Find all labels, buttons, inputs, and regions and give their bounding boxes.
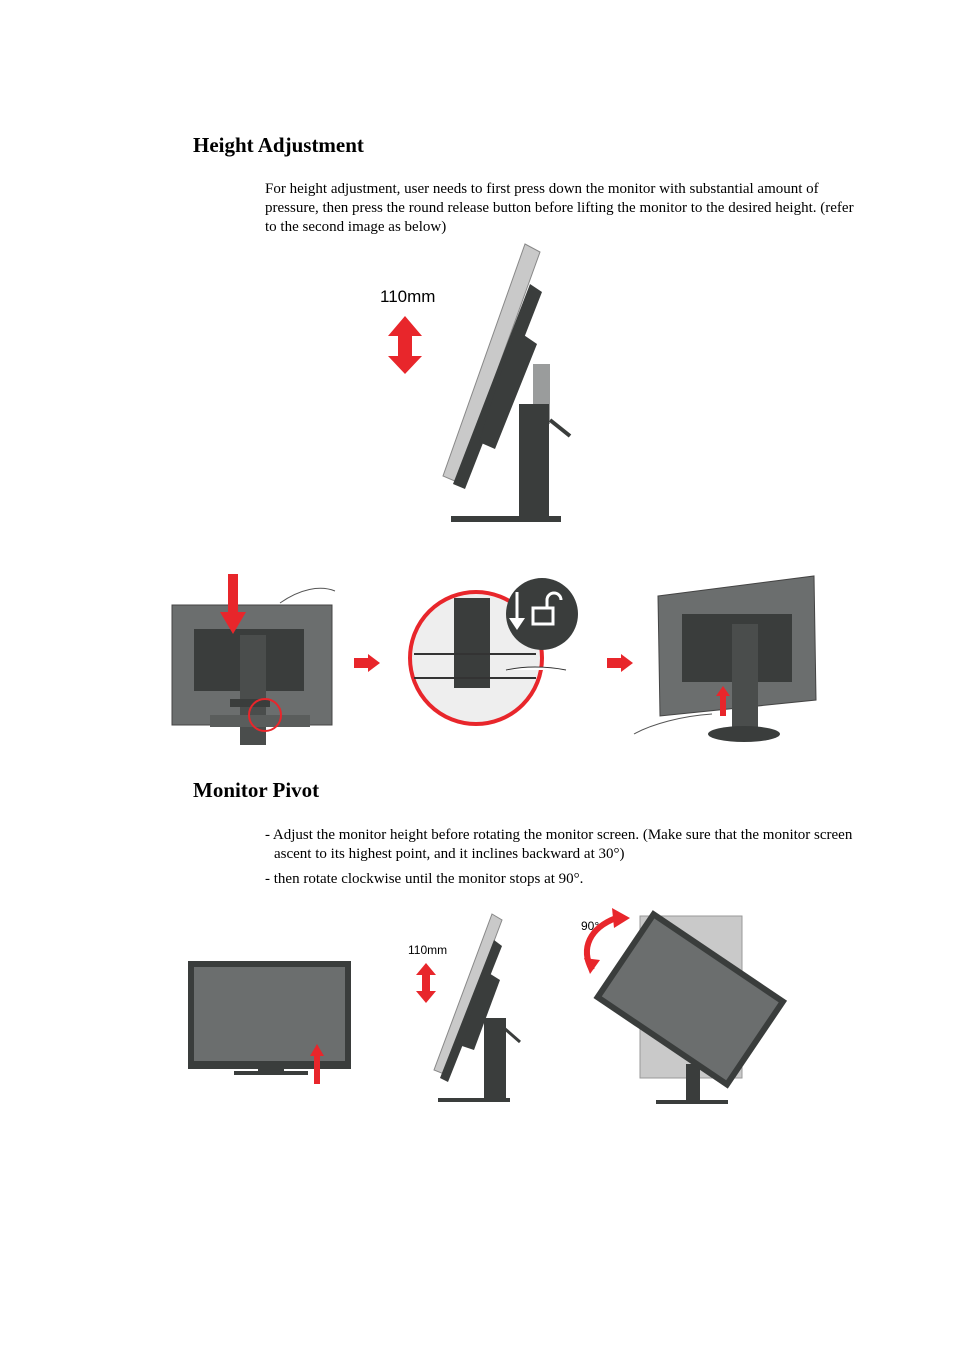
pivot-instruction-2: - then rotate clockwise until the monito… — [265, 871, 584, 887]
unlock-icon — [509, 591, 563, 630]
up-arrow-icon — [716, 686, 730, 716]
double-arrow-icon — [416, 963, 436, 1003]
section-title-monitor-pivot: Monitor Pivot — [193, 778, 320, 802]
monitor-side-view-small — [433, 913, 521, 1102]
right-arrow-icon — [354, 654, 380, 672]
monitor-side-view — [442, 243, 572, 522]
up-arrow-icon — [310, 1044, 324, 1084]
step-release-button-figure — [408, 578, 578, 726]
right-arrow-icon — [607, 654, 633, 672]
monitor-front-view — [188, 961, 351, 1075]
monitor-rotated-view — [593, 910, 788, 1104]
pivot-instruction-1: - Adjust the monitor height before rotat… — [265, 827, 853, 862]
height-adjustment-paragraph: For height adjustment, user needs to fir… — [265, 181, 854, 235]
pivot-height-label: 110mm — [408, 943, 448, 957]
section-title-height-adjustment: Height Adjustment — [193, 133, 364, 157]
double-arrow-icon — [388, 316, 422, 374]
rotate-arrow-icon — [584, 908, 630, 974]
step-press-down-figure — [171, 587, 336, 745]
height-range-label: 110mm — [380, 287, 436, 306]
step-lift-monitor-figure — [633, 575, 817, 742]
down-arrow-icon — [220, 574, 246, 634]
